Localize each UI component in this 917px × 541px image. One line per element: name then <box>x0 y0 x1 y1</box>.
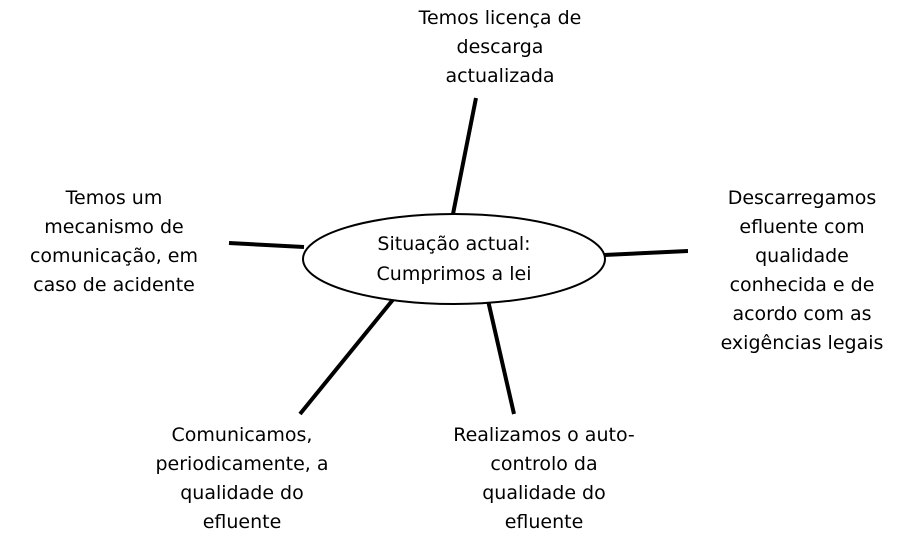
connector-top <box>451 97 478 215</box>
node-effluent-quality-legal: Descarregamos efluente com qualidade con… <box>688 184 916 358</box>
connector-bottom-left <box>298 289 402 416</box>
node-periodic-communication: Comunicamos, periodicamente, a qualidade… <box>129 421 355 537</box>
node-discharge-license: Temos licença de descarga actualizada <box>386 4 614 91</box>
connector-right <box>603 249 689 257</box>
connector-left <box>228 241 305 249</box>
center-ellipse <box>302 213 606 305</box>
node-accident-communication: Temos um mecanismo de comunicação, em ca… <box>0 184 228 300</box>
center-label: Situação actual: Cumprimos a lei <box>376 233 532 285</box>
connector-bottom-right <box>485 295 516 415</box>
node-self-monitoring: Realizamos o auto- controlo da qualidade… <box>430 421 658 537</box>
